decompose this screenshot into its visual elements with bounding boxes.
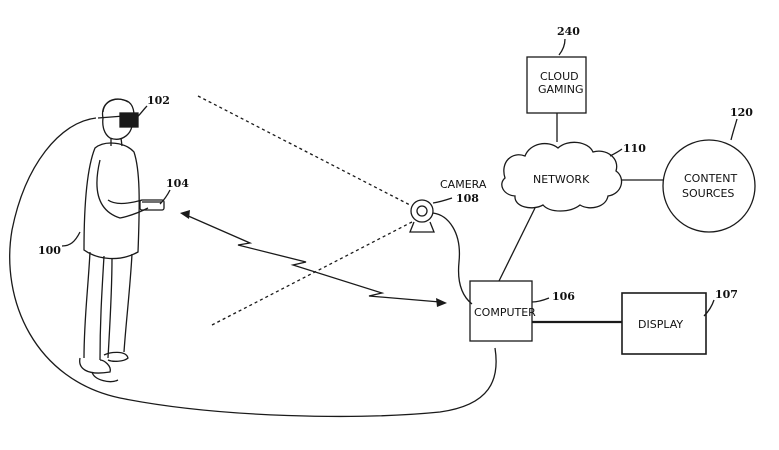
cloud-gaming-box <box>526 56 587 114</box>
network-cloud <box>501 141 623 212</box>
user-region-loop <box>9 117 497 418</box>
ref-cloud-gaming: 240 <box>557 25 580 38</box>
ref-leader-content <box>730 118 738 141</box>
ref-controller: 104 <box>166 177 189 190</box>
camera-fov-lower <box>211 221 413 326</box>
ref-leader-network <box>609 148 623 157</box>
ref-display: 107 <box>715 288 738 301</box>
display-label: DISPLAY <box>638 318 683 331</box>
ref-network: 110 <box>623 142 646 155</box>
network-computer-link <box>498 207 536 282</box>
ref-hmd: 102 <box>147 94 170 107</box>
camera-icon <box>409 199 435 233</box>
ref-camera: 108 <box>456 192 479 205</box>
user-figure <box>79 98 165 383</box>
ref-computer: 106 <box>552 290 575 303</box>
camera-label: CAMERA <box>440 178 487 191</box>
display-box <box>621 292 707 355</box>
wireless-link <box>185 214 441 303</box>
computer-label: COMPUTER <box>474 306 536 319</box>
ref-leader-display <box>703 299 715 317</box>
content-sources-label-line2: SOURCES <box>682 187 734 200</box>
ref-leader-cloudgaming <box>558 38 566 56</box>
camera-fov-upper <box>197 95 411 206</box>
camera-cable <box>432 212 473 305</box>
ref-user: 100 <box>38 244 61 257</box>
content-sources-label-line1: CONTENT <box>684 172 737 185</box>
network-label: NETWORK <box>533 173 590 186</box>
ref-leader-camera <box>432 197 453 204</box>
cloud-gaming-label-line1: CLOUD <box>540 70 579 83</box>
ref-content-sources: 120 <box>730 106 753 119</box>
controller-icon <box>139 199 165 211</box>
content-sources-circle <box>662 139 756 233</box>
ref-leader-computer <box>531 297 550 303</box>
cloud-gaming-label-line2: GAMING <box>538 83 584 96</box>
computer-box <box>469 280 533 342</box>
ref-leader-user <box>61 231 81 247</box>
ref-leader-controller <box>159 189 171 205</box>
hmd-icon <box>119 112 139 128</box>
